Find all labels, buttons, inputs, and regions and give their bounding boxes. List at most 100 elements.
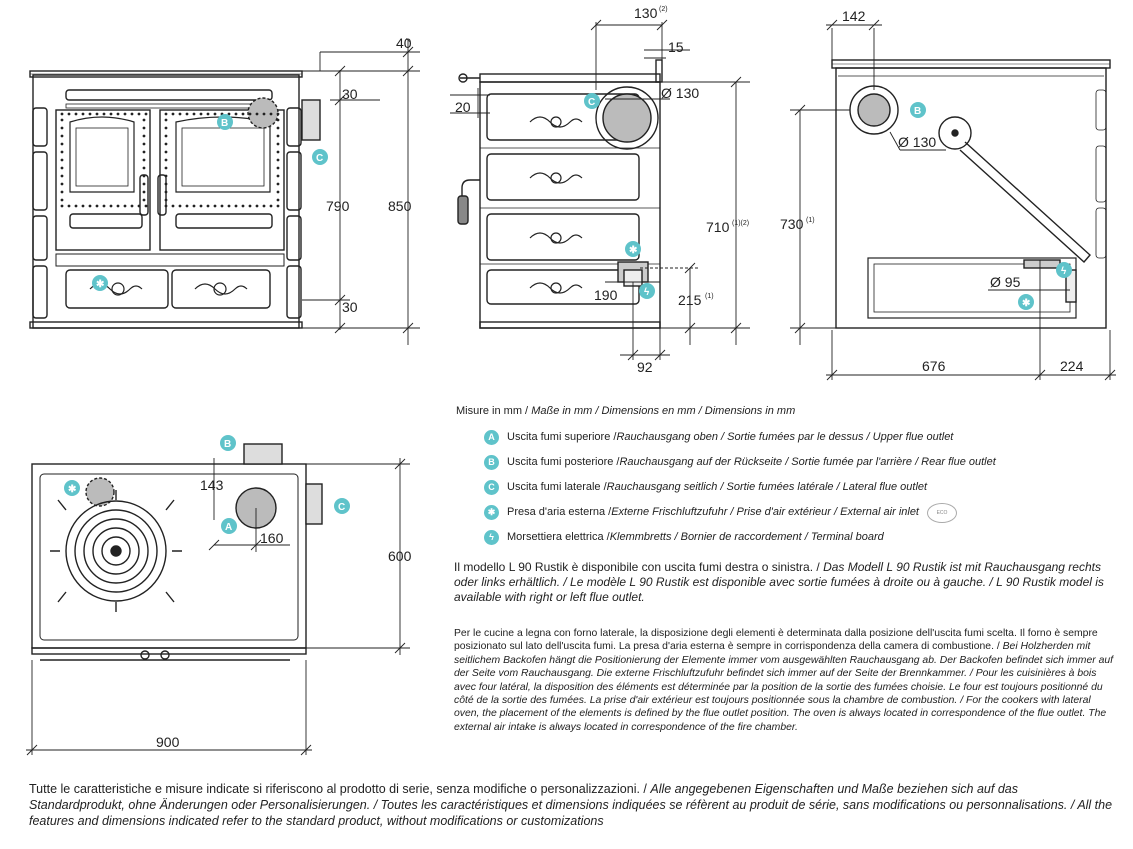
- rivet: [60, 204, 64, 208]
- rivet: [60, 150, 64, 154]
- rivet: [60, 158, 64, 162]
- rivet: [74, 112, 78, 116]
- model-paragraph: Il modello L 90 Rustik è disponibile con…: [454, 560, 1114, 605]
- rivet: [220, 204, 224, 208]
- dim-130-top: 130: [634, 5, 658, 21]
- rivet: [248, 204, 252, 208]
- side-dimensions: [450, 19, 750, 361]
- snowflake-icon: ✱: [484, 505, 499, 520]
- rivet: [95, 112, 99, 116]
- rivet: [171, 204, 175, 208]
- model-paragraph-italic: Das Modell L 90 Rustik ist mit Rauchausg…: [454, 560, 1104, 604]
- rivet: [234, 112, 238, 116]
- rivet: [142, 174, 146, 178]
- badge-air: ✱: [96, 279, 105, 290]
- rivet: [164, 126, 168, 130]
- rivet: [67, 112, 71, 116]
- footer-note: Tutte le caratteristiche e misure indica…: [29, 781, 1114, 829]
- rivet: [142, 142, 146, 146]
- rivet: [164, 174, 168, 178]
- top-view: [31, 443, 323, 661]
- dim-diam-130-side: Ø 130: [661, 85, 699, 101]
- rivet: [116, 204, 120, 208]
- side-badges: C ✱ ϟ: [584, 93, 655, 299]
- rivet: [241, 112, 245, 116]
- rivet: [60, 134, 64, 138]
- rivet: [164, 166, 168, 170]
- front-rivets: [60, 112, 280, 208]
- side-ornaments: [529, 116, 583, 294]
- rivet: [123, 204, 127, 208]
- rivet: [269, 112, 273, 116]
- dim-143: 143: [200, 477, 224, 493]
- rivet: [276, 204, 280, 208]
- rivet: [60, 174, 64, 178]
- rivet: [142, 166, 146, 170]
- rivet: [276, 182, 280, 186]
- rivet: [199, 204, 203, 208]
- layout-paragraph-italic: Bei Holzherden mit seitlichem Backofen h…: [454, 641, 1114, 733]
- rivet: [142, 182, 146, 186]
- rivet: [81, 112, 85, 116]
- dim-900: 900: [156, 734, 180, 750]
- rivet: [164, 204, 168, 208]
- dim-790: 790: [326, 198, 350, 214]
- rivet: [276, 190, 280, 194]
- dim-142: 142: [842, 8, 866, 24]
- rivet: [60, 166, 64, 170]
- rivet: [67, 204, 71, 208]
- dim-40: 40: [396, 35, 412, 51]
- legend-title: Misure in mm / Maße in mm / Dimensions e…: [456, 404, 1126, 419]
- rear-view: [831, 59, 1111, 329]
- rivet: [137, 112, 141, 116]
- rivet: [60, 142, 64, 146]
- rivet: [164, 198, 168, 202]
- rivet: [130, 112, 134, 116]
- rivet: [130, 204, 134, 208]
- legend-text: Uscita fumi laterale /: [507, 481, 607, 493]
- dim-850: 850: [388, 198, 412, 214]
- rivet: [262, 112, 266, 116]
- legend-title-italic: Maße in mm / Dimensions en mm / Dimensio…: [531, 405, 796, 417]
- model-paragraph-text: Il modello L 90 Rustik è disponibile con…: [454, 560, 824, 574]
- dim-30-bottom: 30: [342, 299, 358, 315]
- badge-b: B: [221, 118, 228, 129]
- rivet: [60, 126, 64, 130]
- dim-215-sup: (1): [705, 293, 714, 300]
- dim-20: 20: [455, 99, 471, 115]
- rivet: [164, 118, 168, 122]
- rivet: [255, 204, 259, 208]
- legend-text-italic: Externe Frischluftzufuhr / Prise d'air e…: [611, 506, 919, 518]
- rivet: [164, 112, 168, 116]
- rivet: [178, 112, 182, 116]
- rivet: [60, 182, 64, 186]
- badge-air-top: ✱: [68, 484, 77, 495]
- dim-diam-95: Ø 95: [990, 274, 1021, 290]
- rivet: [276, 134, 280, 138]
- rivet: [60, 190, 64, 194]
- dim-224: 224: [1060, 358, 1084, 374]
- rivet: [192, 204, 196, 208]
- rivet: [276, 142, 280, 146]
- legend-item-air: ✱Presa d'aria esterna / Externe Frischlu…: [456, 500, 1126, 525]
- dim-160: 160: [260, 530, 284, 546]
- legend-text-italic: Klemmbretts / Bornier de raccordement / …: [609, 531, 884, 543]
- rivet: [178, 204, 182, 208]
- legend-text: Uscita fumi posteriore /: [507, 456, 620, 468]
- rivet: [171, 112, 175, 116]
- rivet: [164, 182, 168, 186]
- rivet: [164, 142, 168, 146]
- footer-italic: Alle angegebenen Eigenschaften und Maße …: [29, 782, 1113, 828]
- rivet: [248, 112, 252, 116]
- dim-30-top: 30: [342, 86, 358, 102]
- badge-c-icon: C: [484, 480, 499, 495]
- layout-paragraph: Per le cucine a legna con forno laterale…: [454, 627, 1114, 734]
- dim-676: 676: [922, 358, 946, 374]
- badge-c: C: [316, 153, 323, 164]
- rivet: [262, 204, 266, 208]
- rivet: [192, 112, 196, 116]
- badge-b-icon: B: [484, 455, 499, 470]
- dim-710: 710: [706, 219, 730, 235]
